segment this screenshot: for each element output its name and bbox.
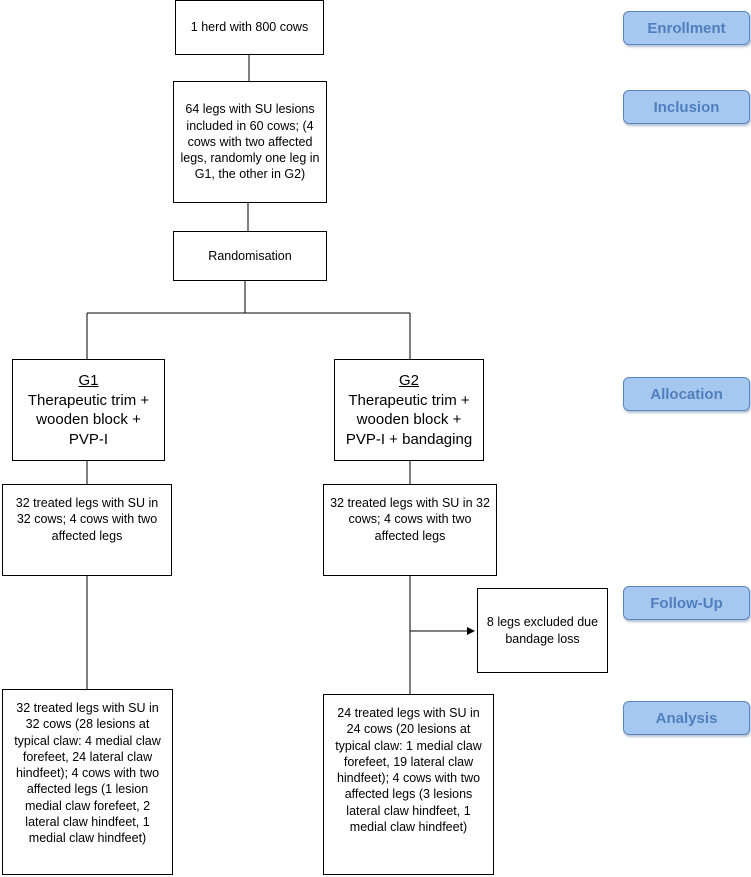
g2-treated-box: 32 treated legs with SU in 32 cows; 4 co… bbox=[323, 484, 497, 576]
g2-treated-text: 32 treated legs with SU in 32 cows; 4 co… bbox=[330, 496, 490, 543]
stage-enrollment: Enrollment bbox=[623, 11, 750, 45]
herd-box: 1 herd with 800 cows bbox=[175, 0, 324, 55]
stage-analysis: Analysis bbox=[623, 701, 750, 735]
g1-treated-box: 32 treated legs with SU in 32 cows; 4 co… bbox=[2, 484, 172, 576]
g1-analysis-box: 32 treated legs with SU in 32 cows (28 l… bbox=[2, 689, 173, 875]
randomisation-box: Randomisation bbox=[173, 231, 327, 281]
g1-treatment: Therapeutic trim + wooden block + PVP-I bbox=[27, 391, 150, 448]
g2-analysis-box: 24 treated legs with SU in 24 cows (20 l… bbox=[323, 694, 494, 875]
inclusion-box: 64 legs with SU lesions included in 60 c… bbox=[173, 81, 327, 203]
g1-treated-text: 32 treated legs with SU in 32 cows; 4 co… bbox=[15, 496, 159, 543]
excluded-text: 8 legs excluded due bandage loss bbox=[486, 615, 599, 646]
g2-name: G2 bbox=[398, 372, 419, 389]
g1-box: G1 Therapeutic trim + wooden block + PVP… bbox=[12, 359, 165, 461]
stage-allocation: Allocation bbox=[623, 377, 750, 411]
excluded-box: 8 legs excluded due bandage loss bbox=[477, 588, 608, 673]
g1-name: G1 bbox=[78, 372, 99, 389]
stage-inclusion: Inclusion bbox=[623, 90, 750, 124]
stage-follow-up: Follow-Up bbox=[623, 586, 750, 620]
g2-analysis-text: 24 treated legs with SU in 24 cows (20 l… bbox=[335, 706, 482, 834]
randomisation-text: Randomisation bbox=[208, 248, 292, 263]
g2-treatment: Therapeutic trim + wooden block + PVP-I … bbox=[345, 391, 473, 448]
herd-text: 1 herd with 800 cows bbox=[190, 20, 309, 35]
g2-box: G2 Therapeutic trim + wooden block + PVP… bbox=[334, 359, 484, 461]
inclusion-text: 64 legs with SU lesions included in 60 c… bbox=[180, 102, 320, 182]
g1-analysis-text: 32 treated legs with SU in 32 cows (28 l… bbox=[14, 701, 161, 845]
